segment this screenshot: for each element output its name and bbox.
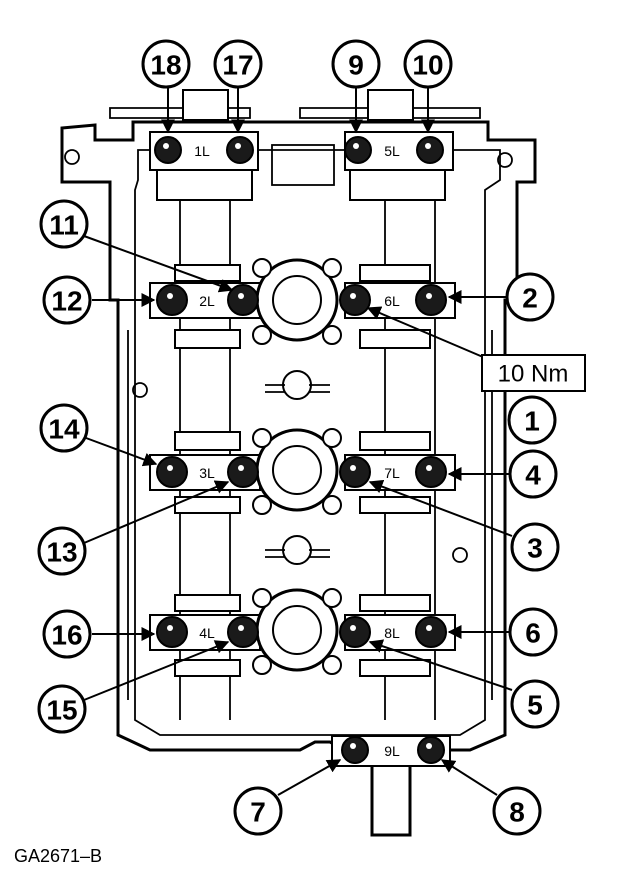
callouts: 1 2 3 4 5 6 7 8 9 10 11 12 13 14 15 16 1… <box>37 39 560 836</box>
callout-15: 15 <box>46 695 77 726</box>
torque-label: 10 Nm <box>498 361 569 388</box>
cap-label-6l: 6L <box>384 293 400 309</box>
callout-1: 1 <box>524 406 540 437</box>
callout-9: 9 <box>348 50 364 81</box>
callout-18: 18 <box>150 50 181 81</box>
bolts <box>154 136 447 764</box>
cap-label-9l: 9L <box>384 743 400 759</box>
cap-label-1l: 1L <box>194 143 210 159</box>
plug-wells <box>252 258 342 675</box>
cap-label-4l: 4L <box>199 625 215 641</box>
callout-17: 17 <box>222 50 253 81</box>
callout-6: 6 <box>525 618 541 649</box>
cap-label-2l: 2L <box>199 293 215 309</box>
cap-labels: 1L 2L 3L 4L 5L 6L 7L 8L 9L <box>185 140 408 760</box>
callout-16: 16 <box>51 620 82 651</box>
callout-12: 12 <box>51 286 82 317</box>
callout-3: 3 <box>527 533 543 564</box>
callout-10: 10 <box>412 50 443 81</box>
callout-13: 13 <box>46 537 77 568</box>
cap-label-5l: 5L <box>384 143 400 159</box>
callout-4: 4 <box>525 460 541 491</box>
cap-label-8l: 8L <box>384 625 400 641</box>
callout-5: 5 <box>527 690 543 721</box>
figure-code: GA2671–B <box>14 846 102 866</box>
callout-8: 8 <box>509 797 525 828</box>
cap-label-3l: 3L <box>199 465 215 481</box>
callout-7: 7 <box>250 797 266 828</box>
callout-2: 2 <box>522 283 538 314</box>
callout-14: 14 <box>48 414 80 445</box>
callout-11: 11 <box>49 210 79 241</box>
torque-spec-box: 10 Nm <box>481 354 586 392</box>
leader-lines <box>83 86 513 796</box>
cap-label-7l: 7L <box>384 465 400 481</box>
